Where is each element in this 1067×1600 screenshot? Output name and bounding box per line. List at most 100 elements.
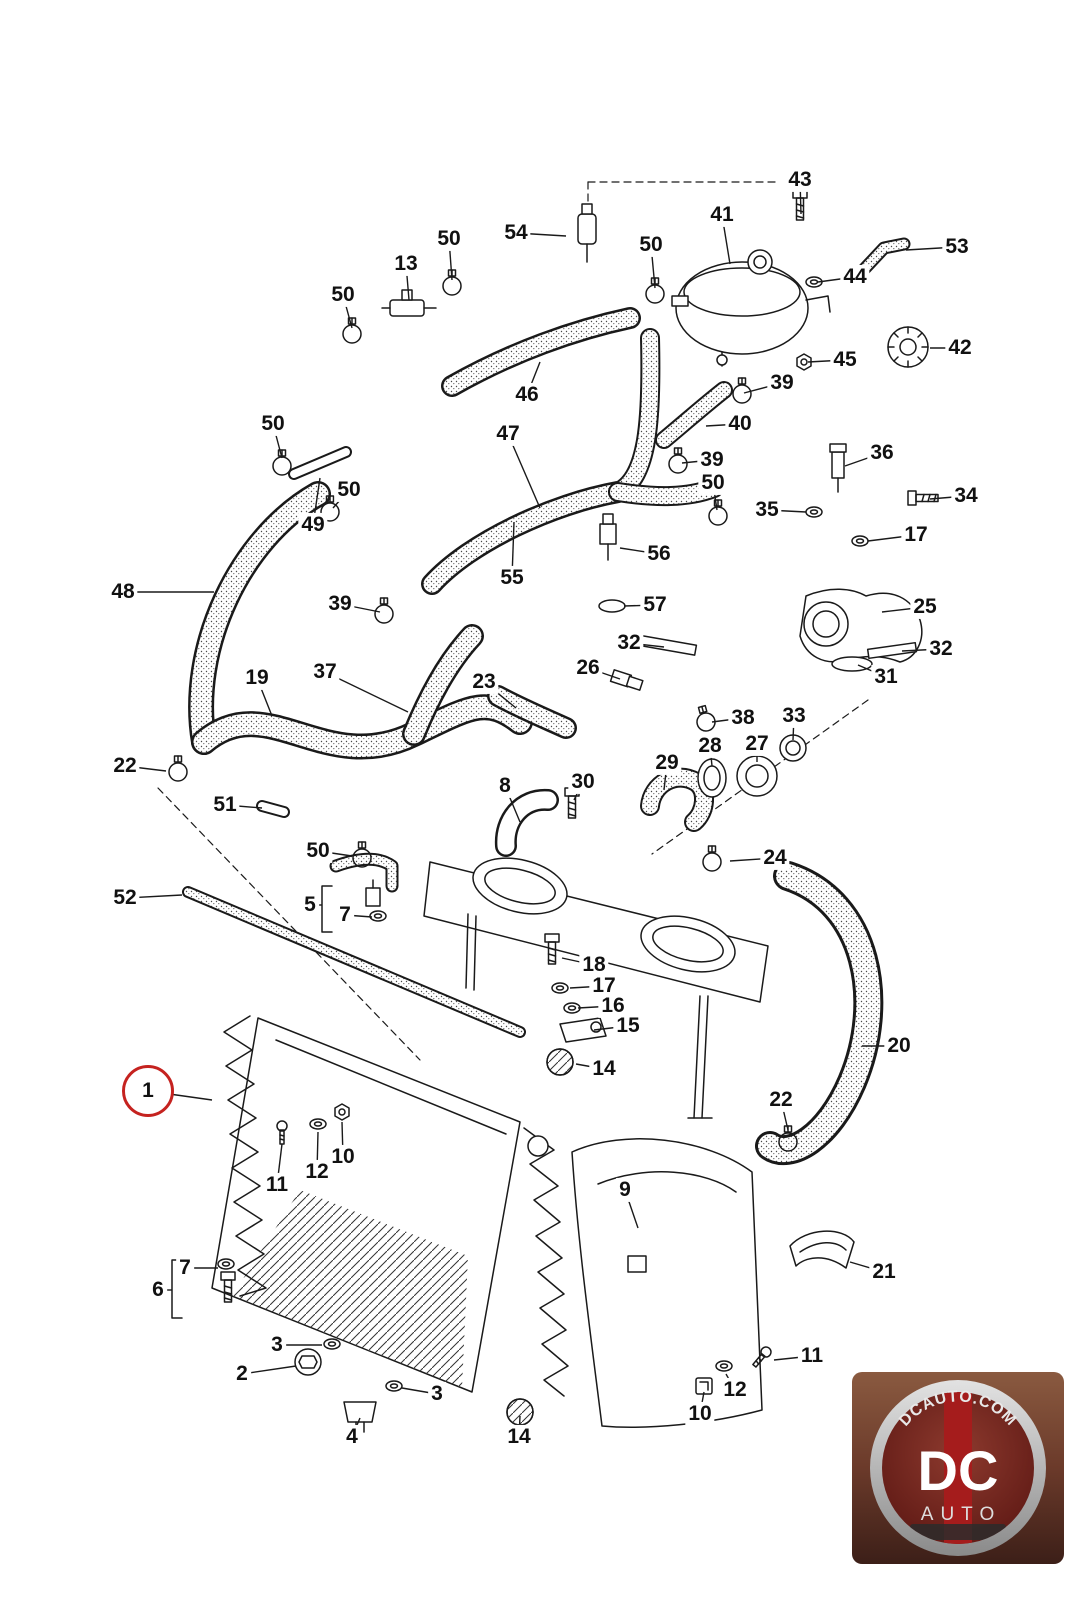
fan-shroud-drawing	[571, 1138, 763, 1428]
part-callout-40: 40	[725, 411, 755, 437]
cap-42-drawing	[887, 326, 929, 368]
part-callout-50: 50	[303, 838, 333, 864]
hose-19	[191, 694, 533, 760]
expansion-tank-drawing	[671, 249, 831, 367]
dcauto-logo-badge: DCAUTO.COM DC AUTO	[852, 1372, 1064, 1564]
part-callout-39: 39	[767, 370, 797, 396]
dcauto-logo: DCAUTO.COM DC AUTO	[852, 1372, 1064, 1564]
part-callout-11: 11	[262, 1172, 292, 1198]
part-callout-39: 39	[325, 591, 355, 617]
part-callout-10: 10	[328, 1144, 358, 1170]
part-callout-21: 21	[869, 1259, 899, 1285]
hose-46	[441, 307, 641, 397]
part-callout-50: 50	[258, 411, 288, 437]
bracket-21-drawing	[789, 1230, 855, 1269]
part-callout-23: 23	[469, 669, 499, 695]
part-callout-27: 27	[742, 731, 772, 757]
part-callout-41: 41	[707, 202, 737, 228]
part-callout-19: 19	[242, 665, 272, 691]
part-callout-54: 54	[501, 220, 531, 246]
pipe-49	[288, 446, 352, 480]
part-callout-47: 47	[493, 421, 523, 447]
valve-13-drawing	[381, 289, 437, 317]
part-callout-50: 50	[698, 470, 728, 496]
part-callout-7: 7	[336, 902, 354, 928]
fitting-5-drawing	[365, 879, 381, 907]
part-callout-42: 42	[945, 335, 975, 361]
part-callout-12: 12	[302, 1159, 332, 1185]
sensor-36-drawing	[829, 443, 847, 493]
part-callout-46: 46	[512, 382, 542, 408]
part-callout-50: 50	[328, 282, 358, 308]
part-callout-53: 53	[942, 234, 972, 260]
part-callout-7: 7	[176, 1255, 194, 1281]
part-callout-10: 10	[685, 1401, 715, 1427]
part-callout-24: 24	[760, 845, 790, 871]
hose-37	[402, 624, 484, 746]
part-callout-37: 37	[310, 659, 340, 685]
radiator-drawing	[211, 1015, 569, 1397]
hose-40	[655, 381, 733, 449]
part-callout-12: 12	[720, 1377, 750, 1403]
hose-20	[755, 861, 884, 1166]
part-callout-3: 3	[268, 1332, 286, 1358]
sensor-56-drawing	[599, 513, 617, 561]
mount-14-drawing	[506, 1048, 574, 1426]
part-callout-30: 30	[568, 769, 598, 795]
part-callout-11: 11	[797, 1343, 827, 1369]
part-callout-48: 48	[108, 579, 138, 605]
part-callout-6: 6	[149, 1277, 167, 1303]
part-callout-25: 25	[910, 594, 940, 620]
part-callout-20: 20	[884, 1033, 914, 1059]
water-neck-drawing	[598, 588, 923, 672]
part-callout-8: 8	[496, 773, 514, 799]
part-callout-50: 50	[334, 477, 364, 503]
part-callout-38: 38	[728, 705, 758, 731]
part-callout-26: 26	[573, 655, 603, 681]
part-callout-2: 2	[233, 1361, 251, 1387]
part-callout-51: 51	[210, 792, 240, 818]
tube-52	[182, 886, 526, 1038]
part-callout-17: 17	[901, 522, 931, 548]
part-callout-43: 43	[785, 167, 815, 193]
crossmember-drawing	[423, 857, 769, 1119]
part-callout-1: 1	[122, 1065, 174, 1117]
sensor-26-drawing	[609, 669, 644, 691]
part-callout-3: 3	[428, 1381, 446, 1407]
hose-55-y	[421, 328, 724, 595]
part-callout-22: 22	[766, 1087, 796, 1113]
logo-name: AUTO	[921, 1504, 1001, 1525]
part-callout-57: 57	[640, 592, 670, 618]
part-callout-35: 35	[752, 497, 782, 523]
part-callout-32: 32	[926, 636, 956, 662]
logo-laptop-silhouette	[910, 1524, 1006, 1540]
part-callout-39: 39	[697, 447, 727, 473]
part-callout-13: 13	[391, 251, 421, 277]
bracket-15-drawing	[559, 1017, 607, 1043]
sensor-54-drawing	[577, 203, 597, 263]
hose-51	[256, 800, 290, 818]
plug-2-drawing	[294, 1348, 322, 1376]
part-callout-34: 34	[951, 483, 981, 509]
ring-33-drawing	[779, 734, 807, 762]
logo-red-stripe	[944, 1392, 972, 1544]
part-callout-5: 5	[301, 892, 319, 918]
part-callout-50: 50	[434, 226, 464, 252]
part-callout-44: 44	[840, 264, 870, 290]
part-callout-14: 14	[589, 1056, 619, 1082]
part-callout-32: 32	[614, 630, 644, 656]
part-callout-16: 16	[598, 993, 628, 1019]
part-callout-9: 9	[616, 1177, 634, 1203]
part-callout-15: 15	[613, 1013, 643, 1039]
part-callout-49: 49	[298, 512, 328, 538]
part-callout-55: 55	[497, 565, 527, 591]
part-callout-52: 52	[110, 885, 140, 911]
elbow-29	[640, 767, 714, 832]
part-callout-33: 33	[779, 703, 809, 729]
part-callout-36: 36	[867, 440, 897, 466]
part-callout-50: 50	[636, 232, 666, 258]
part-callout-18: 18	[579, 952, 609, 978]
